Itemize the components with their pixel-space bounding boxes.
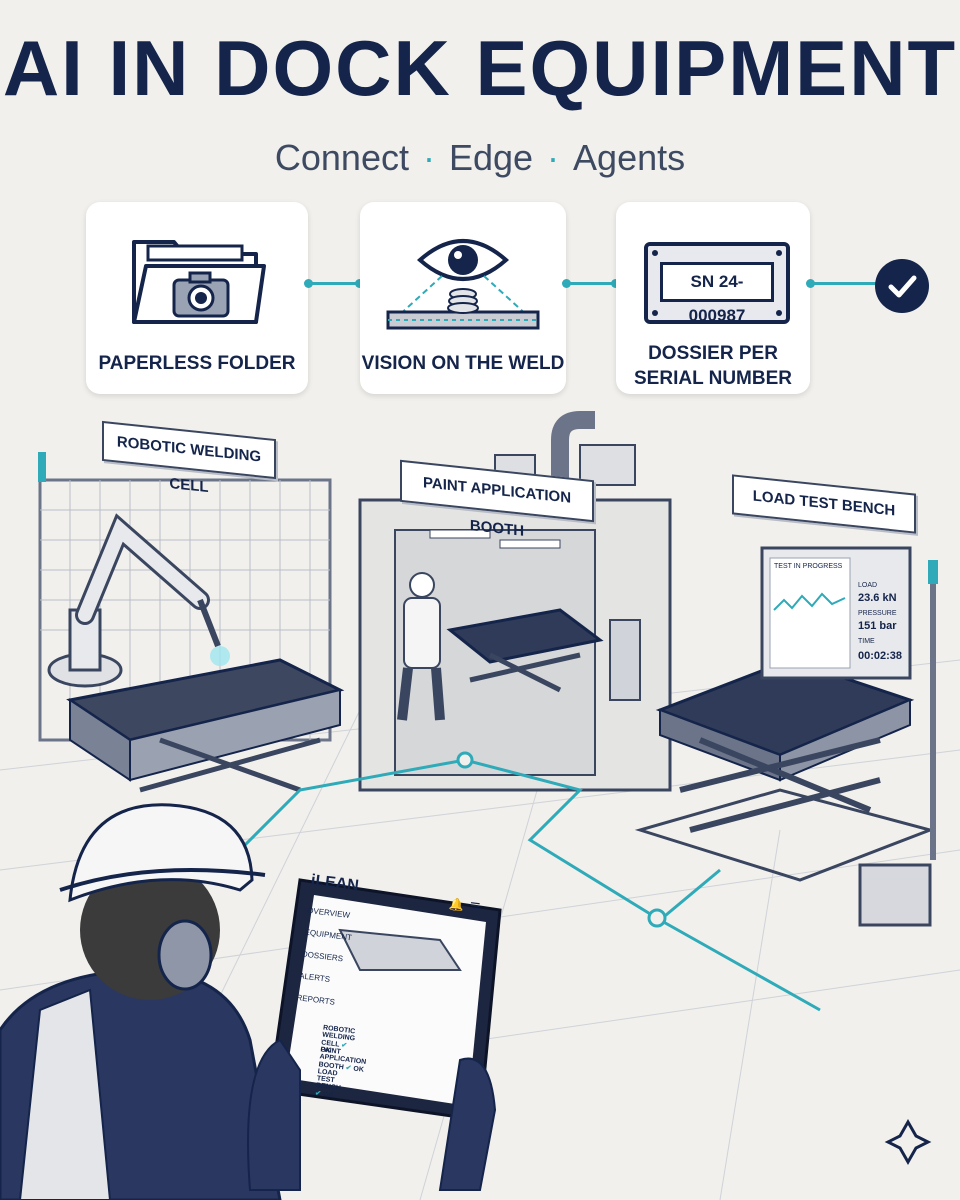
subtitle-agents: Agents [573, 137, 686, 178]
subtitle: Connect · Edge · Agents [0, 136, 960, 180]
subtitle-edge: Edge [448, 137, 534, 178]
monitor-pressure-value: 151 bar [858, 620, 897, 632]
robot-arm [47, 513, 230, 688]
monitor-heading: TEST IN PROGRESS [774, 563, 843, 570]
serial-number: SN 24-000987 [660, 262, 774, 325]
folder-camera-icon [132, 240, 266, 324]
brand-logo-icon [884, 1118, 932, 1166]
monitor-load-value: 23.6 kN [858, 592, 897, 604]
load-test-bench [634, 546, 938, 927]
factory-scene [0, 411, 960, 1200]
card-label-line2: SERIAL NUMBER [634, 368, 792, 389]
paint-booth [358, 411, 672, 792]
connector-line [810, 282, 876, 285]
monitor-time-value: 00:02:38 [858, 650, 903, 662]
monitor-time-label: TIME [858, 638, 875, 645]
card-paperless-folder: PAPERLESS FOLDER [86, 202, 308, 394]
worker-figure [0, 803, 282, 1200]
card-label-line1: DOSSIER PER [648, 343, 778, 364]
connector-line [308, 282, 360, 285]
welding-cell-fence [38, 452, 332, 742]
card-vision-weld: VISION ON THE WELD [360, 202, 566, 394]
subtitle-separator: · [422, 137, 435, 178]
data-network-lines [238, 751, 821, 1012]
serial-plate-icon: SN 24-000987 [644, 242, 790, 325]
subtitle-connect: Connect [274, 137, 409, 178]
monitor-load-label: LOAD [858, 582, 878, 589]
connector-line [566, 282, 616, 285]
card-serial-dossier: SN 24-000987 DOSSIER PER SERIAL NUMBER [616, 202, 810, 394]
card-label: VISION ON THE WELD [361, 353, 565, 374]
subtitle-separator: · [547, 137, 560, 178]
eye-weld-icon [386, 239, 540, 330]
monitor-pressure-label: PRESSURE [858, 610, 897, 617]
card-label: PAPERLESS FOLDER [98, 353, 296, 374]
welding-table [66, 658, 345, 793]
checkmark-icon [875, 259, 929, 313]
page-title: AI IN DOCK EQUIPMENT [2, 24, 958, 112]
connector-node [355, 279, 364, 288]
tablet-device [247, 878, 502, 1191]
connector-node [611, 279, 620, 288]
